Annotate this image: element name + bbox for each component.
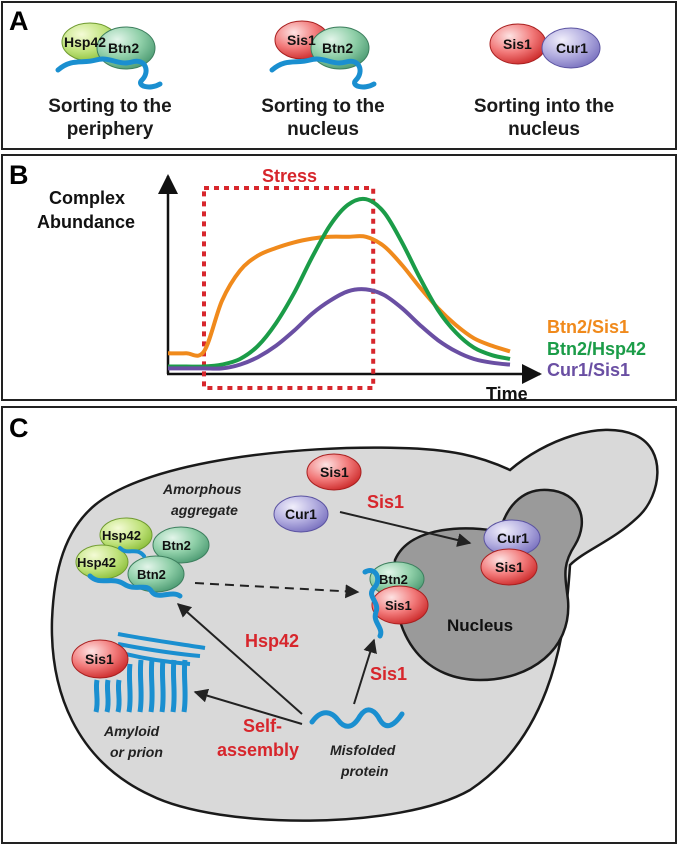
- cur1-protein: [541, 27, 601, 69]
- sis1-arrow: [353, 638, 377, 705]
- fibril-strand: [117, 642, 201, 658]
- caption-into-nucleus-line1: Sorting into the: [474, 96, 614, 117]
- free-sis1-label: Sis1: [320, 464, 349, 480]
- amorphous-label-line1: Amorphous: [162, 481, 242, 497]
- panel-b-frame: [1, 154, 677, 401]
- amyloid-label-line2: or prion: [110, 744, 163, 760]
- btn2-sis1-complex: Btn2 Sis1: [362, 561, 429, 639]
- fibril-strand: [170, 659, 177, 713]
- misfolded-chain: [118, 546, 146, 558]
- mid-sis1-protein: [371, 585, 429, 625]
- y-axis-label-line2: Abundance: [37, 212, 135, 232]
- import-arrow: [339, 511, 472, 547]
- caption-periphery-line2: periphery: [67, 119, 154, 140]
- fibril-strand: [104, 679, 111, 713]
- hsp42-label: Hsp42: [64, 34, 106, 50]
- caption-nucleus-line2: nucleus: [287, 119, 359, 140]
- free-cur1-label: Cur1: [285, 506, 317, 522]
- panel-c-letter: C: [9, 413, 29, 443]
- fibril-strand: [137, 659, 144, 713]
- stress-label: Stress: [262, 166, 317, 186]
- misfolded-chain: [87, 573, 183, 599]
- agg-btn2-protein: [127, 555, 185, 593]
- nuclear-cur1-label: Cur1: [497, 530, 529, 546]
- sis1-label: Sis1: [287, 32, 316, 48]
- self-assembly-label-line1: Self-: [243, 716, 282, 736]
- self-assembly-label-line2: assembly: [217, 740, 299, 760]
- fibril-strand: [181, 659, 188, 713]
- stress-window: [202, 186, 376, 390]
- amyloid-sis1-protein: [71, 639, 129, 679]
- series-line-btn2-hsp42: [167, 196, 511, 369]
- cur1-label: Cur1: [556, 40, 588, 56]
- series-line-btn2-sis1: [167, 234, 511, 358]
- amyloid-sis1-label: Sis1: [85, 651, 114, 667]
- caption-periphery-line1: Sorting to the: [48, 96, 171, 117]
- misfolded-chain: [55, 56, 163, 90]
- nucleus-label: Nucleus: [447, 616, 513, 635]
- panel-a-group-nucleus: Sis1 Btn2 Sorting to the nucleus: [261, 20, 385, 140]
- sis1-arrow-label-top: Sis1: [367, 492, 404, 512]
- panel-a-frame: [1, 1, 677, 150]
- amorphous-label-line2: aggregate: [171, 502, 238, 518]
- self-assembly-arrow: [193, 688, 303, 725]
- fibril-strand: [148, 659, 155, 713]
- hsp42-arrow-label: Hsp42: [245, 631, 299, 651]
- abundance-chart: Complex Abundance Time Stress Btn2/Sis1 …: [37, 166, 646, 404]
- fibril-strand: [126, 663, 133, 713]
- agg-btn2-protein: [152, 526, 210, 564]
- legend-cur1-sis1: Cur1/Sis1: [547, 360, 630, 380]
- caption-nucleus-line1: Sorting to the: [261, 96, 384, 117]
- hsp42-arrow: [176, 603, 303, 715]
- agg-hsp42-label: Hsp42: [77, 555, 116, 570]
- fibril-strand: [159, 659, 166, 713]
- sis1-arrow-label-bottom: Sis1: [370, 664, 407, 684]
- misfolded-chain: [362, 568, 384, 639]
- free-cur1-protein: [273, 495, 329, 533]
- x-axis-label: Time: [486, 384, 528, 404]
- amyloid-label-line1: Amyloid: [103, 723, 160, 739]
- amyloid-fibril: Sis1: [71, 632, 206, 713]
- sis1-label: Sis1: [503, 36, 532, 52]
- misfolded-label-line1: Misfolded: [330, 742, 396, 758]
- btn2-label: Btn2: [108, 40, 139, 56]
- panel-a-letter: A: [9, 6, 29, 36]
- agg-btn2-label: Btn2: [162, 538, 191, 553]
- misfolded-label-line2: protein: [340, 763, 388, 779]
- fibril-strand: [93, 679, 100, 713]
- agg-hsp42-label: Hsp42: [102, 528, 141, 543]
- legend-btn2-sis1: Btn2/Sis1: [547, 317, 629, 337]
- caption-into-nucleus-line2: nucleus: [508, 119, 580, 140]
- misfolded-chain: [269, 56, 377, 90]
- y-axis-label-line1: Complex: [49, 188, 125, 208]
- fibril-strand: [115, 679, 122, 713]
- panel-b-letter: B: [9, 160, 29, 190]
- fibril-strand: [117, 632, 206, 650]
- nuclear-sis1-protein: [480, 548, 538, 586]
- dashed-transfer-arrow: [194, 582, 360, 599]
- series-line-cur1-sis1: [167, 287, 511, 371]
- misfolded-protein-chain: [309, 707, 405, 729]
- mid-sis1-label: Sis1: [385, 598, 412, 613]
- legend-btn2-hsp42: Btn2/Hsp42: [547, 339, 646, 359]
- free-sis1-protein: [306, 453, 362, 491]
- nuclear-sis1-label: Sis1: [495, 559, 524, 575]
- agg-btn2-label: Btn2: [137, 567, 166, 582]
- btn2-label: Btn2: [322, 40, 353, 56]
- mid-btn2-label: Btn2: [379, 572, 408, 587]
- amorphous-aggregate: Btn2 Hsp42 Hsp42 Btn2: [75, 517, 210, 599]
- panel-a-group-periphery: Hsp42 Btn2 Sorting to the periphery: [48, 22, 172, 140]
- panel-a-group-into-nucleus: Sis1 Cur1 Sorting into the nucleus: [474, 23, 614, 140]
